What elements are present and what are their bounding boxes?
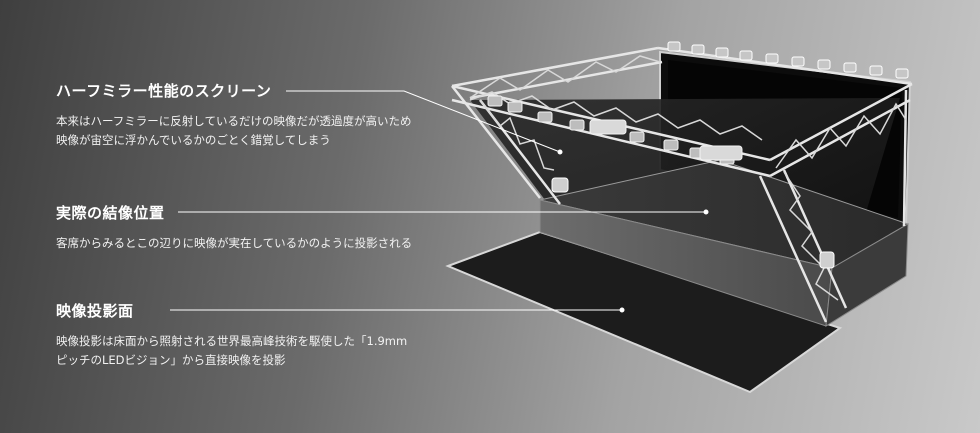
- led-block-side: [825, 223, 909, 327]
- section-projection-surface: 映像投影面 映像投影は床面から照射される世界最高峰技術を駆使した「1.9mmピッ…: [56, 302, 436, 370]
- leader-line-half-mirror: [286, 90, 561, 153]
- section-title: 映像投影面: [56, 302, 134, 320]
- section-image-position: 実際の結像位置 客席からみるとこの辺りに映像が実在しているかのように投影される: [56, 204, 436, 253]
- section-description: 映像投影は床面から照射される世界最高峰技術を駆使した「1.9mmピッチのLEDビ…: [56, 334, 408, 367]
- section-description: 本来はハーフミラーに反射しているだけの映像だが透過度が高いため映像が宙空に浮かん…: [56, 114, 412, 147]
- section-half-mirror: ハーフミラー性能のスクリーン 本来はハーフミラーに反射しているだけの映像だが透過…: [56, 82, 436, 150]
- section-title: ハーフミラー性能のスクリーン: [56, 82, 272, 100]
- truss-lattice: [469, 55, 907, 301]
- section-title: 実際の結像位置: [56, 204, 165, 222]
- projector-icon: [551, 177, 835, 269]
- stage-light-row: [667, 41, 909, 79]
- stage-light-icon: [487, 95, 743, 165]
- section-description: 客席からみるとこの辺りに映像が実在しているかのように投影される: [56, 236, 413, 250]
- leader-lines: [170, 90, 709, 313]
- floor-projection-surface: [445, 230, 843, 394]
